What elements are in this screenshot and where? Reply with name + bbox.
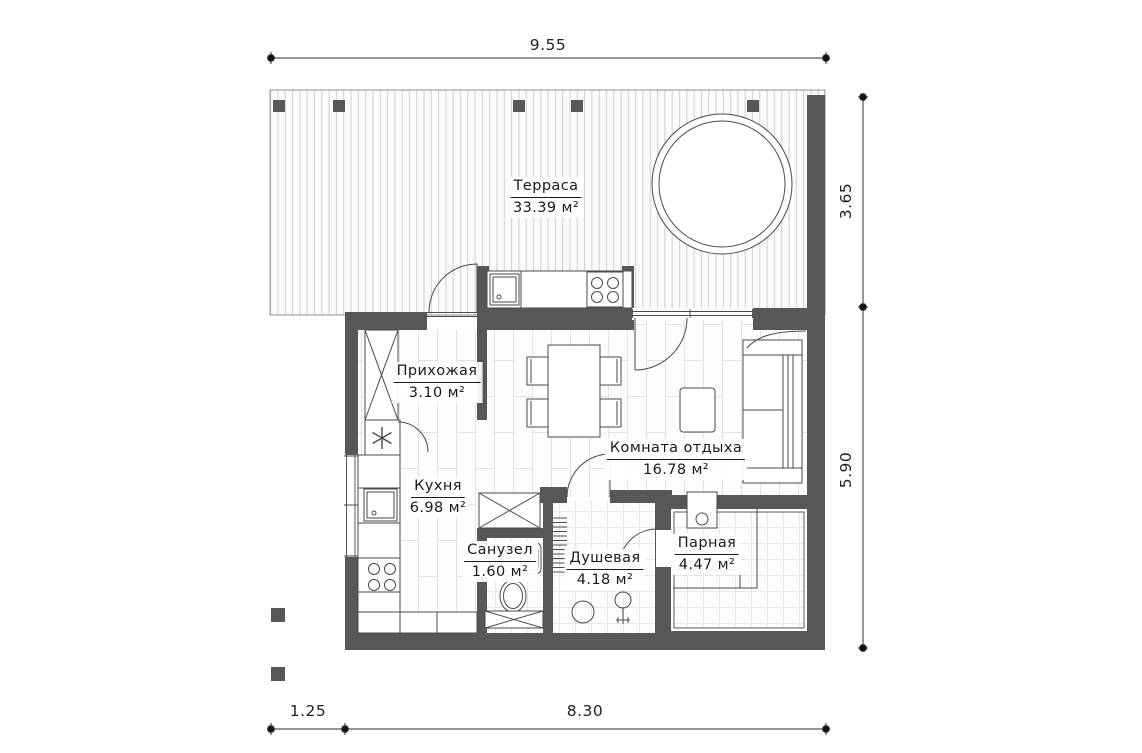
- sauna-door-gap: [656, 530, 672, 567]
- door-arc-lounge: [634, 317, 688, 371]
- chair-icon: [599, 356, 622, 386]
- sink-icon: [363, 488, 398, 522]
- towel-rail-icon: [553, 517, 567, 573]
- wall-shower-stub: [540, 487, 567, 503]
- dim-line-top: [267, 52, 830, 64]
- dim-line-bottom: [267, 723, 830, 735]
- dim-line-right: [858, 93, 868, 652]
- floor-drain-icon: [571, 600, 595, 624]
- coffee-table-icon: [679, 387, 716, 433]
- wall-left-lower: [345, 557, 358, 650]
- room-name: Прихожая: [393, 362, 481, 383]
- dim-label-bottom-left: 1.25: [289, 702, 327, 720]
- terrace-post-icon: [333, 100, 345, 112]
- room-label-shower: Душевая 4.18 м²: [564, 549, 646, 590]
- passage-floor: [477, 420, 487, 528]
- room-name: Парная: [674, 534, 740, 555]
- sauna-heater-icon: [686, 491, 718, 529]
- furniture: [357, 113, 807, 634]
- decor-curve: [746, 330, 807, 349]
- room-area: 6.98 м²: [409, 499, 467, 516]
- room-name: Санузел: [464, 541, 536, 562]
- room-area: 1.60 м²: [471, 563, 529, 580]
- sink-icon: [489, 273, 520, 306]
- dim-label-bottom-main: 8.30: [566, 702, 604, 720]
- sauna-interior: [656, 509, 807, 631]
- room-area: 16.78 м²: [642, 461, 710, 478]
- room-name: Комната отдыха: [606, 439, 746, 460]
- window-left: [344, 455, 358, 557]
- wall-wc-right: [543, 493, 553, 633]
- wall-wc-left-b: [477, 577, 487, 633]
- cabinet-icon: [484, 610, 544, 629]
- wall-top-left: [345, 312, 427, 330]
- dim-label-top: 9.55: [529, 36, 567, 54]
- chair-icon: [599, 398, 622, 428]
- wall-top-middle: [477, 308, 634, 330]
- wall-top-right: [753, 308, 825, 330]
- stove-icon: [586, 271, 624, 308]
- terrace-post-icon: [513, 100, 525, 112]
- room-label-lounge: Комната отдыха 16.78 м²: [604, 439, 748, 480]
- room-name: Душевая: [566, 549, 644, 570]
- terrace-post-icon: [273, 100, 285, 112]
- room-label-terrace: Терраса 33.39 м²: [508, 177, 584, 218]
- chair-icon: [526, 356, 549, 386]
- sofa-icon: [742, 339, 803, 484]
- outdoor-counter: [486, 270, 633, 309]
- window-sliding-top: [632, 308, 753, 320]
- kitchen-counter: [357, 454, 478, 634]
- hot-tub-icon: [651, 113, 793, 255]
- room-name: Кухня: [411, 477, 465, 498]
- room-area: 4.18 м²: [576, 571, 634, 588]
- room-name: Терраса: [510, 177, 582, 198]
- room-label-hallway: Прихожая 3.10 м²: [391, 362, 483, 403]
- pergola-post-icon: [271, 608, 285, 622]
- stove-icon: [368, 563, 396, 591]
- refrigerator-icon: [364, 419, 401, 457]
- room-label-kitchen: Кухня 6.98 м²: [407, 477, 469, 518]
- wall-left-upper: [345, 312, 358, 455]
- openings: [344, 308, 753, 557]
- room-label-wc: Санузел 1.60 м²: [462, 541, 538, 582]
- door-arc-terrace: [428, 263, 478, 313]
- room-label-sauna: Парная 4.47 м²: [672, 534, 742, 575]
- terrace-post-icon: [747, 100, 759, 112]
- dimension-lines: [267, 52, 868, 735]
- wall-wc-top: [477, 528, 553, 538]
- shower-head-icon: [614, 591, 632, 624]
- chair-icon: [526, 398, 549, 428]
- cabinet-icon: [478, 492, 541, 529]
- door-arc-closet: [397, 421, 429, 453]
- dining-table-icon: [526, 344, 622, 438]
- room-area: 33.39 м²: [512, 199, 580, 216]
- room-area: 4.47 м²: [678, 556, 736, 573]
- pergola-post-icon: [271, 667, 285, 681]
- dim-label-right-lower: 5.90: [837, 451, 855, 489]
- room-area: 3.10 м²: [408, 384, 466, 401]
- terrace-post-icon: [571, 100, 583, 112]
- dim-label-right-upper: 3.65: [837, 182, 855, 220]
- snowflake-icon: [372, 427, 392, 449]
- terrace-door-threshold: [427, 312, 477, 317]
